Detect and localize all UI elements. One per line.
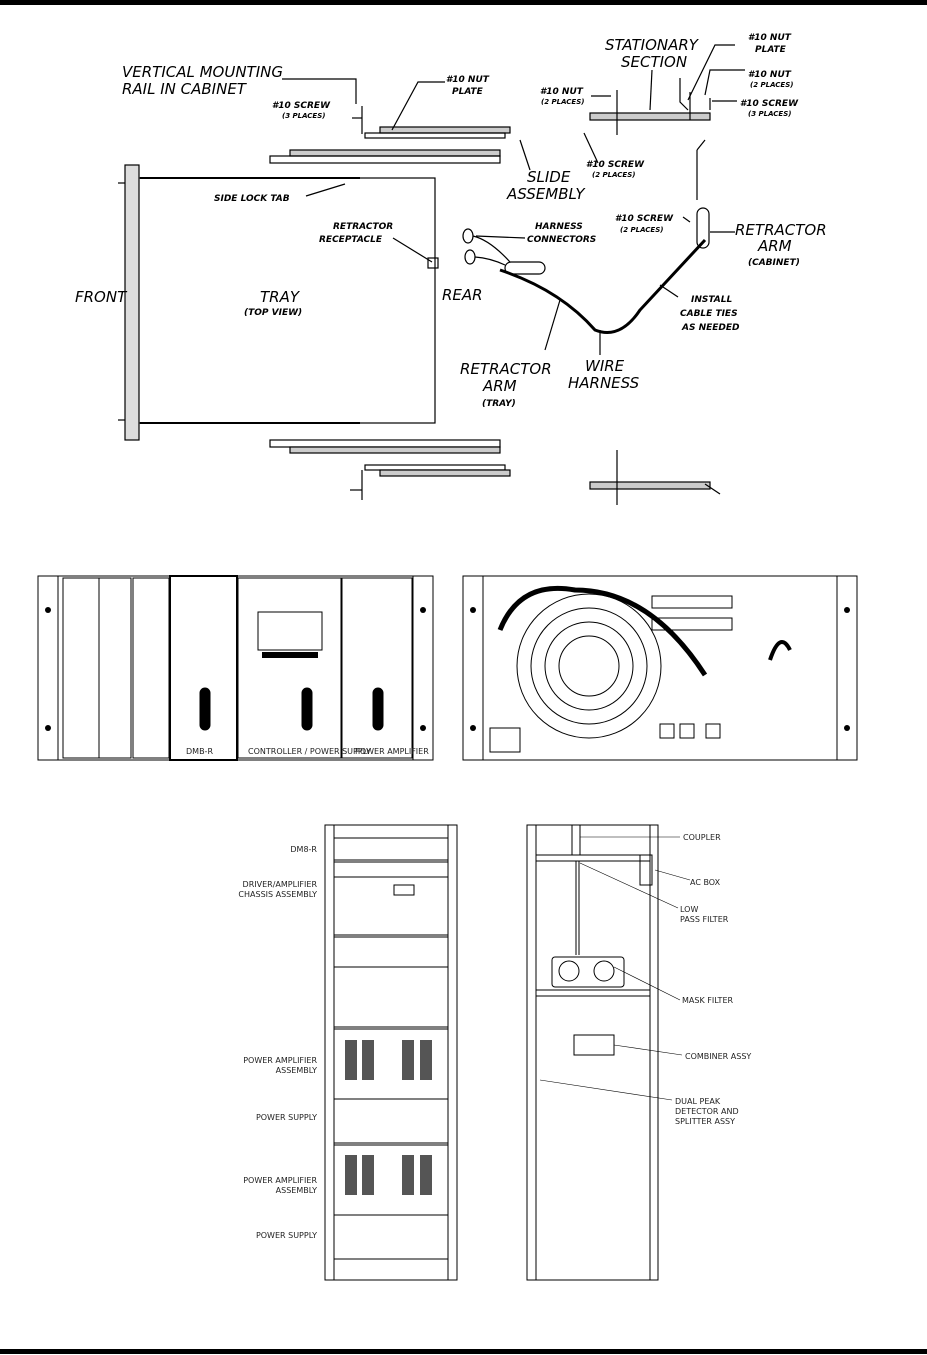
label-screw-middle-places: (2 PLACES)	[592, 171, 635, 179]
label-nut-plate-right-1: #10 NUT	[748, 33, 792, 43]
slide-assembly-diagram: VERTICAL MOUNTING RAIL IN CABINET #10 NU…	[75, 33, 827, 505]
label-retractor-cab-3: (CABINET)	[748, 258, 800, 268]
label-lpf-2: PASS FILTER	[680, 915, 729, 924]
label-screw-left: #10 SCREW	[272, 101, 331, 111]
label-dm8r: DM8-R	[290, 845, 317, 854]
rack-diagram: DM8-R DRIVER/AMPLIFIER CHASSIS ASSEMBLY …	[238, 824, 751, 1281]
label-slide-1: SLIDE	[527, 168, 571, 186]
label-side-lock: SIDE LOCK TAB	[214, 194, 290, 204]
label-retractor-tray-3: (TRAY)	[482, 399, 516, 409]
label-slide-2: ASSEMBLY	[506, 185, 586, 203]
label-nut-right: #10 NUT	[748, 70, 792, 80]
label-screw-lower: #10 SCREW	[615, 214, 674, 224]
front-module-dmb: DMB-R	[186, 747, 213, 756]
label-screw-lower-places: (2 PLACES)	[620, 226, 663, 234]
label-harness-conn-1: HARNESS	[535, 222, 583, 232]
chassis-panels: DMB-R CONTROLLER / POWER SUPPLY POWER AM…	[37, 575, 858, 761]
label-harness-conn-2: CONNECTORS	[527, 235, 596, 245]
label-lpf-1: LOW	[680, 905, 698, 914]
label-rear: REAR	[442, 286, 483, 304]
label-screw-right-places: (3 PLACES)	[748, 110, 791, 118]
label-retractor-cab-1: RETRACTOR	[735, 221, 827, 239]
label-pa2-1: POWER AMPLIFIER	[243, 1176, 317, 1185]
label-tray-view: (TOP VIEW)	[244, 308, 302, 318]
label-driver-1: DRIVER/AMPLIFIER	[243, 880, 318, 889]
label-wire-1: WIRE	[585, 357, 625, 375]
label-retractor-cab-2: ARM	[757, 237, 792, 255]
label-wire-2: HARNESS	[568, 374, 640, 392]
label-nut-middle-places: (2 PLACES)	[541, 98, 584, 106]
label-vertical-rail-2: RAIL IN CABINET	[122, 80, 248, 98]
label-cable-ties-2: CABLE TIES	[680, 309, 738, 319]
label-front: FRONT	[75, 288, 128, 306]
label-nut-middle: #10 NUT	[540, 87, 584, 97]
label-screw-right: #10 SCREW	[740, 99, 799, 109]
label-ps1: POWER SUPPLY	[256, 1113, 317, 1122]
label-nut-plate-left-2: PLATE	[452, 87, 484, 97]
label-coupler: COUPLER	[683, 833, 721, 842]
label-dual-2: DETECTOR AND	[675, 1107, 739, 1116]
label-vertical-rail-1: VERTICAL MOUNTING	[122, 63, 283, 81]
top-rule	[0, 0, 927, 5]
label-dual-3: SPLITTER ASSY	[675, 1117, 735, 1126]
label-pa2-2: ASSEMBLY	[276, 1186, 317, 1195]
label-retractor-receptacle-1: RETRACTOR	[333, 222, 393, 232]
label-combiner: COMBINER ASSY	[685, 1052, 751, 1061]
label-retractor-tray-1: RETRACTOR	[460, 360, 552, 378]
label-pa1-2: ASSEMBLY	[276, 1066, 317, 1075]
label-stationary-2: SECTION	[621, 53, 687, 71]
label-acbox: AC BOX	[690, 878, 721, 887]
label-screw-left-places: (3 PLACES)	[282, 112, 325, 120]
label-nut-right-places: (2 PLACES)	[750, 81, 793, 89]
label-stationary-1: STATIONARY	[605, 36, 700, 54]
label-cable-ties-1: INSTALL	[691, 295, 733, 305]
label-dual-1: DUAL PEAK	[675, 1097, 721, 1106]
front-module-pa: POWER AMPLIFIER	[355, 747, 429, 756]
label-ps2: POWER SUPPLY	[256, 1231, 317, 1240]
label-cable-ties-3: AS NEEDED	[681, 323, 740, 333]
label-mask: MASK FILTER	[682, 996, 734, 1005]
label-retractor-tray-2: ARM	[482, 377, 517, 395]
label-pa1-1: POWER AMPLIFIER	[243, 1056, 317, 1065]
label-nut-plate-left-1: #10 NUT	[446, 75, 490, 85]
front-module-controller: CONTROLLER / POWER SUPPLY	[248, 747, 371, 756]
label-tray: TRAY	[260, 288, 301, 306]
label-nut-plate-right-2: PLATE	[755, 45, 787, 55]
label-retractor-receptacle-2: RECEPTACLE	[319, 235, 383, 245]
label-screw-middle: #10 SCREW	[586, 160, 645, 170]
bottom-rule	[0, 1349, 927, 1354]
label-driver-2: CHASSIS ASSEMBLY	[238, 890, 317, 899]
